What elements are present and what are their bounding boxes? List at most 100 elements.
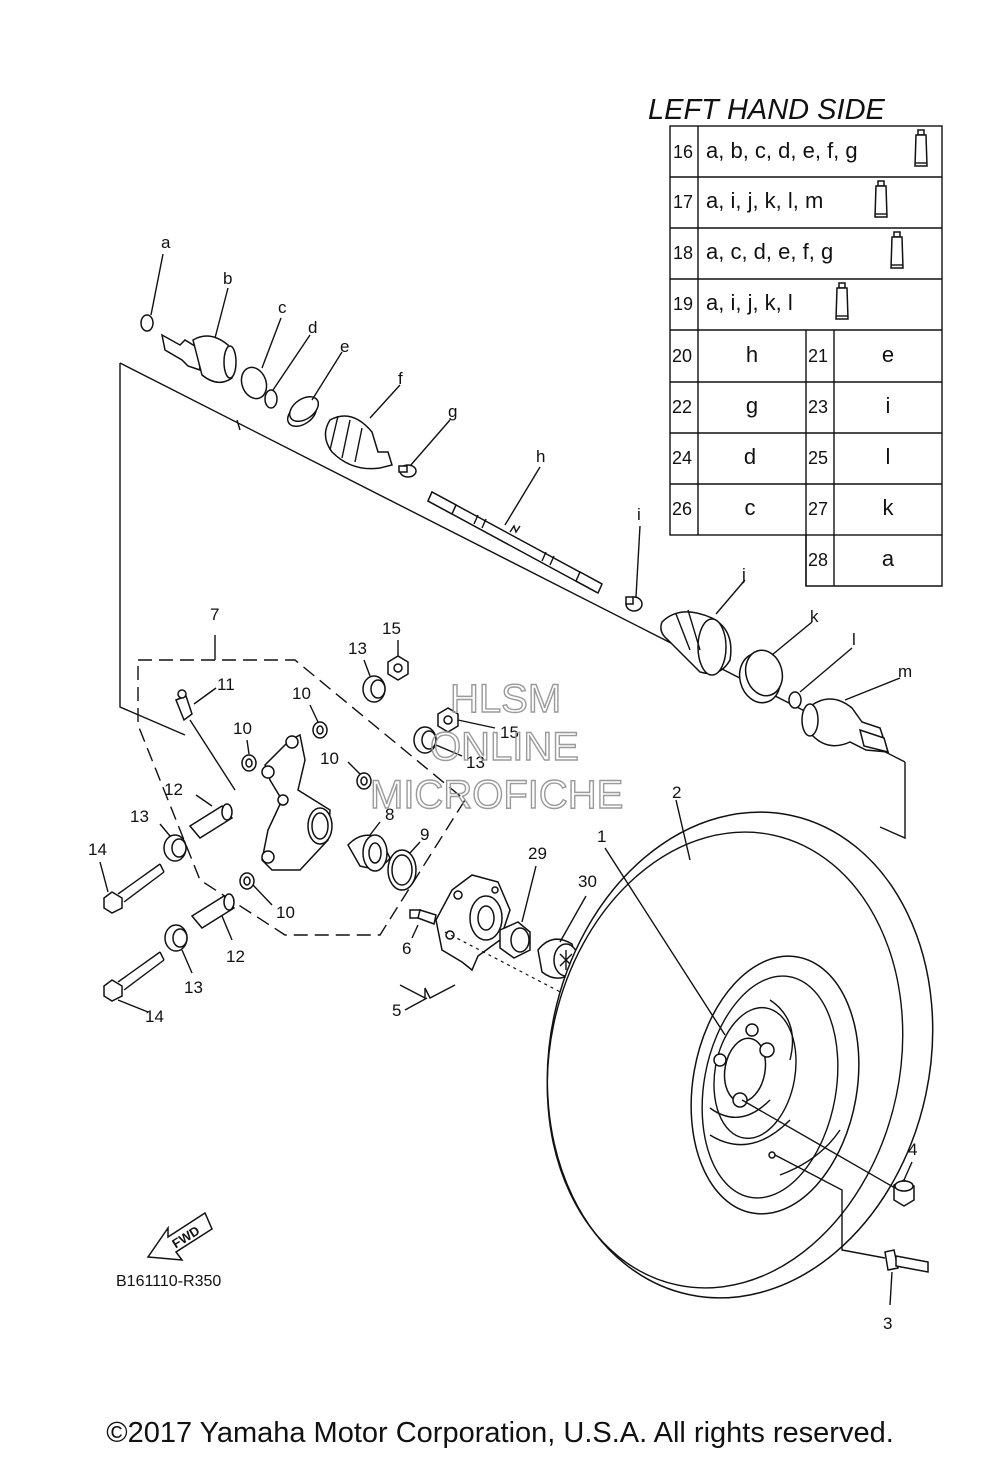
part-13-seal: 13 [164,924,203,997]
svg-text:12: 12 [226,947,245,966]
part-15-nut: 15 [382,619,409,681]
part-i-band: i [625,505,643,612]
svg-text:10: 10 [320,749,339,768]
svg-text:m: m [898,662,912,681]
svg-text:29: 29 [528,844,547,863]
part-b-cv-joint: b [160,269,237,384]
svg-text:e: e [340,337,349,356]
svg-text:16: 16 [673,142,693,162]
svg-text:a: a [161,233,171,252]
part-10-bush: 10 [233,719,257,772]
svg-text:1: 1 [597,827,606,846]
svg-text:d: d [744,444,756,469]
part-13-seal: 13 [130,807,187,862]
svg-text:b: b [223,269,232,288]
svg-text:e: e [882,342,894,367]
svg-text:c: c [278,298,287,317]
svg-text:h: h [746,342,758,367]
drive-shaft-parts: a b c d e [140,233,912,754]
part-h-shaft: h [427,447,603,595]
part-14-bolt: 14 [103,951,165,1026]
svg-text:28: 28 [808,550,828,570]
wheel-assembly: 2 1 4 [546,783,934,1333]
part-d-ring: d [264,318,317,409]
part-11-grease-nipple: 11 [175,675,236,791]
table-row-17: 17 a, i, j, k, l, m [673,180,888,218]
svg-text:k: k [810,607,819,626]
svg-text:a, c, d, e, f, g: a, c, d, e, f, g [706,239,833,264]
part-f-boot: f [324,369,403,470]
svg-text:i: i [886,393,891,418]
table-row-16: 16 a, b, c, d, e, f, g [673,129,928,167]
svg-text:g: g [448,402,457,421]
table-row-18: 18 a, c, d, e, f, g [673,231,904,269]
svg-text:h: h [536,447,545,466]
svg-text:17: 17 [673,192,693,212]
svg-text:8: 8 [385,805,394,824]
part-l-circlip: l [788,630,856,709]
part-9-circlip: 9 [387,825,429,891]
part-12-collar: 12 [164,780,234,839]
copyright-notice: ©2017 Yamaha Motor Corporation, U.S.A. A… [106,1417,894,1449]
svg-text:l: l [852,630,856,649]
part-13-seal: 13 [348,639,386,703]
svg-text:j: j [741,565,746,584]
svg-text:3: 3 [883,1314,892,1333]
svg-text:19: 19 [673,294,693,314]
svg-text:g: g [746,393,758,418]
svg-text:14: 14 [88,840,107,859]
part-12-collar: 12 [190,893,245,966]
part-3-valve: 3 [774,1154,929,1333]
part-6-stud: 6 [402,909,437,958]
part-14-bolt: 14 [88,840,165,914]
part-a-circlip: a [140,233,171,332]
part-15-nut: 15 [437,707,519,742]
table-title: LEFT HAND SIDE [648,94,886,126]
svg-text:18: 18 [673,243,693,263]
svg-text:14: 14 [145,1007,164,1026]
svg-text:2: 2 [672,783,681,802]
svg-text:k: k [883,495,895,520]
svg-text:a, i, j, k, l, m: a, i, j, k, l, m [706,188,823,213]
part-k-band: k [738,607,819,704]
svg-text:10: 10 [233,719,252,738]
part-8-bearing: 8 [347,805,394,872]
svg-text:10: 10 [292,684,311,703]
diagram-code: B161110-R350 [116,1273,221,1290]
svg-text:6: 6 [402,939,411,958]
table-row-20-21: 20 h 21 e [672,342,894,367]
svg-text:24: 24 [672,448,692,468]
svg-text:d: d [308,318,317,337]
svg-text:22: 22 [672,397,692,417]
part-4-wheel-nut: 4 [741,1099,917,1207]
svg-text:7: 7 [210,605,219,624]
svg-text:10: 10 [276,903,295,922]
grease-tube-icon [914,129,928,167]
part-g-band: g [398,402,457,478]
svg-text:i: i [637,505,641,524]
part-5-hub: 5 [392,874,511,1020]
svg-text:12: 12 [164,780,183,799]
part-13-seal: 13 [413,726,485,772]
svg-text:l: l [886,444,891,469]
part-10-bush: 10 [320,749,372,790]
svg-text:13: 13 [348,639,367,658]
grease-tube-icon [835,282,849,320]
svg-text:4: 4 [908,1140,917,1159]
svg-text:15: 15 [382,619,401,638]
svg-text:21: 21 [808,346,828,366]
svg-text:a: a [882,546,895,571]
knuckle-assembly: 7 11 10 10 [88,605,519,1026]
part-j-boot: j [660,565,746,676]
part-1-wheel: 1 [597,827,860,1215]
svg-text:15: 15 [500,723,519,742]
svg-text:HLSM: HLSM [450,677,561,721]
table-row-28: 28 a [808,546,895,571]
part-m-cv-joint: m [801,662,912,754]
svg-text:c: c [745,495,756,520]
svg-text:9: 9 [420,825,429,844]
svg-text:13: 13 [130,807,149,826]
svg-text:30: 30 [578,872,597,891]
table-row-19: 19 a, i, j, k, l [673,282,849,320]
